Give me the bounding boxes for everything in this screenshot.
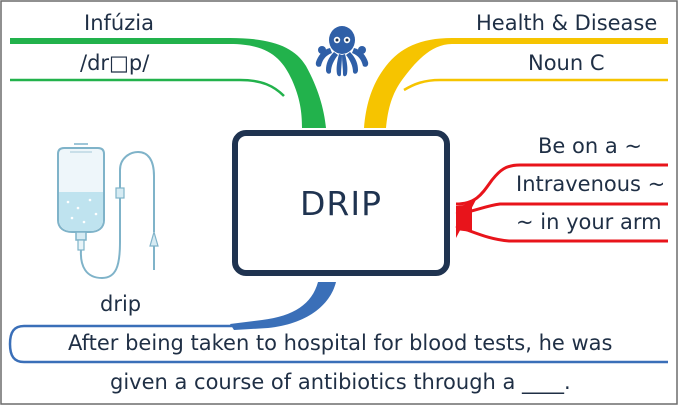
word-class-label: Noun C xyxy=(528,51,605,75)
yellow-branch xyxy=(364,38,668,128)
green-branch xyxy=(10,38,326,128)
collocation-item: Intravenous ~ xyxy=(516,172,666,196)
meaning-label: Infúzia xyxy=(84,11,154,35)
center-topic-box: DRIP xyxy=(232,130,450,276)
octopus-icon xyxy=(315,26,369,77)
example-sentence-line-2: given a course of antibiotics through a … xyxy=(110,370,571,394)
center-word: DRIP xyxy=(300,183,382,223)
example-sentence-line-1: After being taken to hospital for blood … xyxy=(68,331,613,355)
blue-branch xyxy=(8,282,668,364)
topic-label: Health & Disease xyxy=(476,11,658,35)
pronunciation-label: /dr□p/ xyxy=(80,51,150,75)
image-caption: drip xyxy=(100,292,142,316)
iv-drip-bag-icon xyxy=(57,143,159,280)
collocation-item: Be on a ~ xyxy=(538,134,642,158)
red-branch xyxy=(455,163,668,243)
collocation-item: ~ in your arm xyxy=(516,210,662,234)
